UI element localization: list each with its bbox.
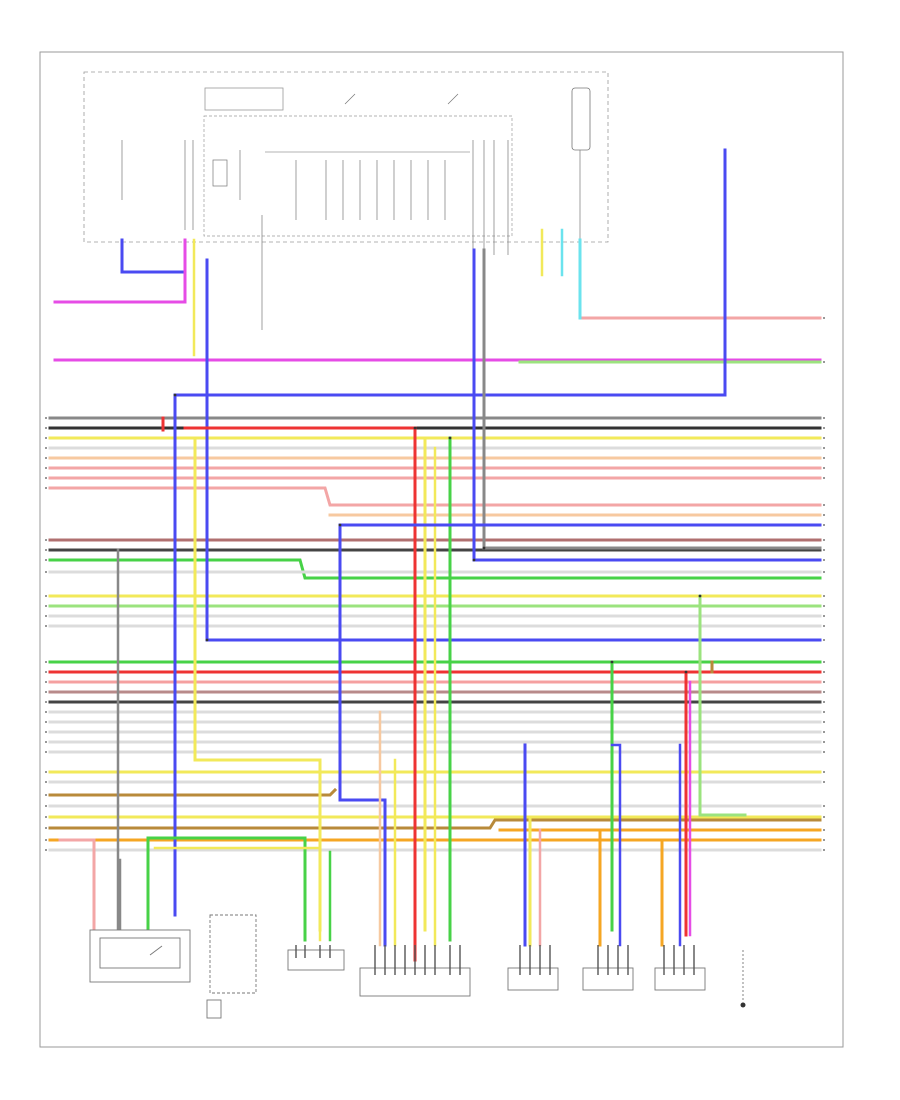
left-terminals: [45, 417, 47, 851]
diagram-frame: [39, 51, 844, 1048]
splice-points: [173, 393, 702, 674]
right-terminals: [823, 317, 825, 851]
combination-meter-box: [83, 71, 609, 330]
wire-harness: [48, 148, 822, 962]
bottom-components: [89, 914, 746, 1019]
connector-pins: [295, 945, 695, 975]
